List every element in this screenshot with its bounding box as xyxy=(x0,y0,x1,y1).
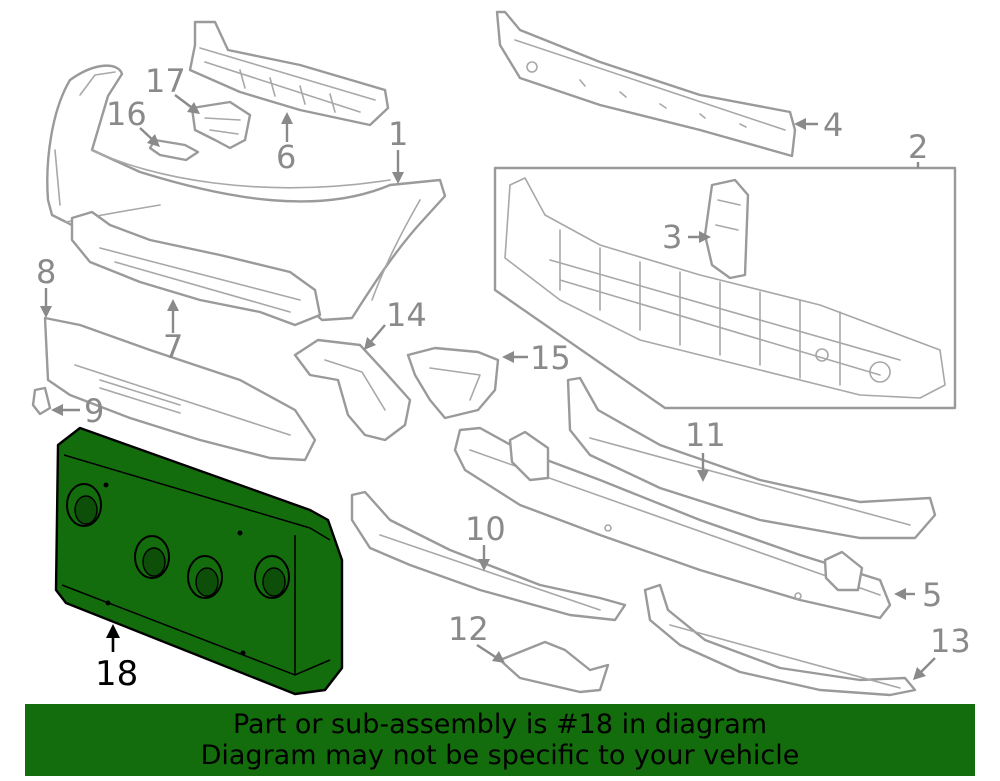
banner-line-2: Diagram may not be specific to your vehi… xyxy=(200,740,800,771)
callout-12: 12 xyxy=(448,610,489,648)
part-2-absorber-assembly[interactable] xyxy=(493,166,957,410)
part-16-emblem[interactable] xyxy=(148,138,200,162)
callout-5: 5 xyxy=(922,576,942,614)
callout-2: 2 xyxy=(908,128,928,166)
callout-10: 10 xyxy=(465,510,506,548)
part-12-deflector[interactable] xyxy=(498,640,610,694)
part-3-bracket[interactable] xyxy=(703,178,750,280)
banner-line-1: Part or sub-assembly is #18 in diagram xyxy=(232,709,768,740)
part-10-reinforcement[interactable] xyxy=(350,490,627,622)
callout-15: 15 xyxy=(530,339,571,377)
part-15-bezel[interactable] xyxy=(406,346,500,420)
callout-17: 17 xyxy=(145,62,186,100)
part-13-valance[interactable] xyxy=(643,583,917,697)
callout-16: 16 xyxy=(106,95,147,133)
callout-8: 8 xyxy=(36,253,56,291)
callout-11: 11 xyxy=(685,416,726,454)
leader-lines xyxy=(40,94,936,680)
callout-18: 18 xyxy=(95,654,138,694)
part-9-clip[interactable] xyxy=(31,386,52,416)
callout-9: 9 xyxy=(84,392,104,430)
callout-1: 1 xyxy=(388,115,408,153)
part-8-lower-fascia[interactable] xyxy=(43,316,317,462)
part-7-molding[interactable] xyxy=(70,210,322,327)
callout-13: 13 xyxy=(930,622,971,660)
callout-3: 3 xyxy=(662,218,682,256)
callout-4: 4 xyxy=(823,106,843,144)
part-17-bracket[interactable] xyxy=(190,100,252,150)
callout-14: 14 xyxy=(386,296,427,334)
callout-7: 7 xyxy=(163,328,183,366)
part-4-absorber[interactable] xyxy=(495,10,797,158)
part-11-lip[interactable] xyxy=(566,376,937,540)
callout-6: 6 xyxy=(276,138,296,176)
info-banner: Part or sub-assembly is #18 in diagram D… xyxy=(25,704,975,776)
part-6-upper-grille[interactable] xyxy=(188,20,390,127)
part-14-bezel[interactable] xyxy=(293,338,412,442)
part-5-bumper-beam[interactable] xyxy=(453,426,892,620)
part-18-license-bracket[interactable] xyxy=(54,426,344,696)
